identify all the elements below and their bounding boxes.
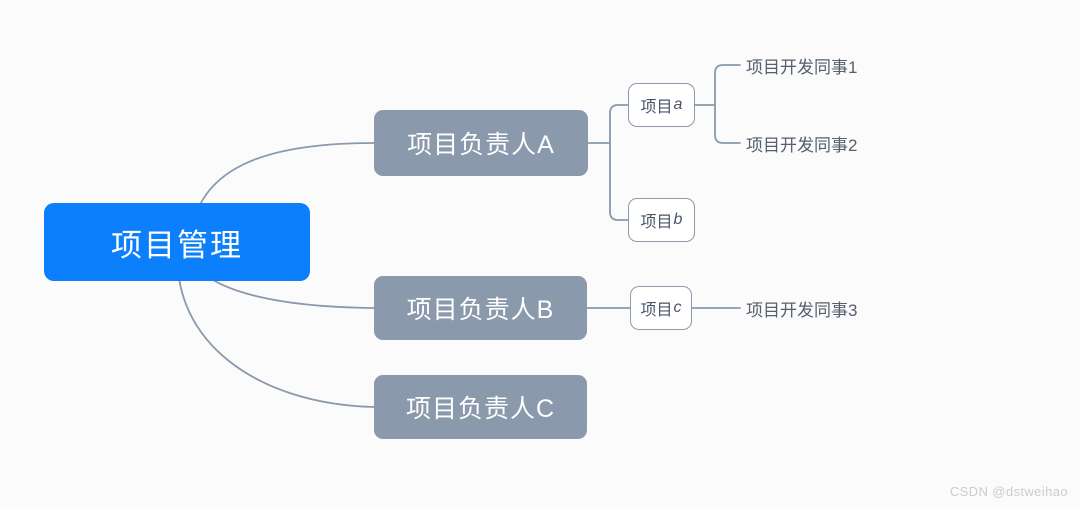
node-owner-a-label: 项目负责人A <box>407 131 555 159</box>
edge-ownerA-projB <box>609 211 629 221</box>
edge-projA-dev1 <box>714 64 741 74</box>
node-owner-c[interactable]: 项目负责人C <box>374 375 587 439</box>
node-project-b-suffix: b <box>673 211 683 228</box>
node-dev-3[interactable]: 项目开发同事3 <box>746 297 858 320</box>
node-dev-2-label: 项目开发同事2 <box>746 135 858 155</box>
node-dev-3-label: 项目开发同事3 <box>746 300 858 320</box>
node-dev-1-label: 项目开发同事1 <box>746 57 858 77</box>
node-project-a-label: 项目 <box>640 99 673 116</box>
node-project-c-label: 项目 <box>640 302 673 319</box>
edge-ownerA-projA <box>609 104 629 114</box>
watermark: CSDN @dstweihao <box>949 484 1068 499</box>
node-owner-a[interactable]: 项目负责人A <box>374 110 588 176</box>
edge-root-ownerC <box>176 249 375 408</box>
node-project-a-suffix: a <box>673 96 683 113</box>
node-root[interactable]: 项目管理 <box>44 203 310 281</box>
node-project-c-suffix: c <box>673 299 682 316</box>
node-dev-1[interactable]: 项目开发同事1 <box>746 54 858 77</box>
node-owner-c-label: 项目负责人C <box>405 395 556 423</box>
node-dev-2[interactable]: 项目开发同事2 <box>746 132 858 155</box>
edge-projA-dev2 <box>714 134 741 144</box>
node-owner-b-label: 项目负责人B <box>406 296 555 324</box>
node-project-b-label: 项目 <box>640 214 673 231</box>
node-root-label: 项目管理 <box>111 227 243 263</box>
node-owner-b[interactable]: 项目负责人B <box>374 276 587 340</box>
